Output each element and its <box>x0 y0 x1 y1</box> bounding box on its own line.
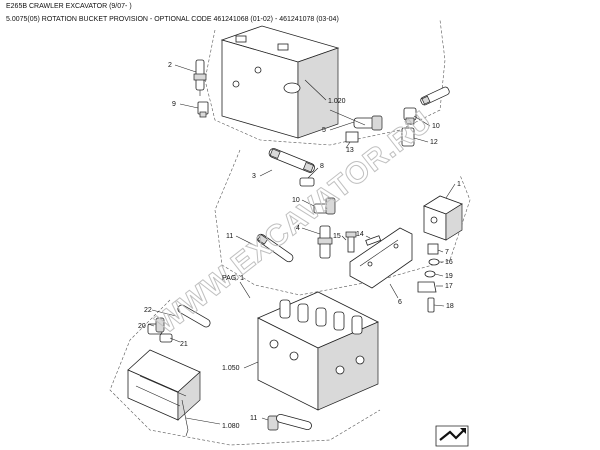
manifold-1080 <box>127 349 201 437</box>
part-11-hose-middle <box>256 233 294 263</box>
leader-lines <box>147 64 456 425</box>
part-9-fitting <box>197 101 209 118</box>
callout-10-middle: 10 <box>292 197 300 204</box>
part-21-fitting <box>159 333 173 343</box>
callout-22: 22 <box>144 307 152 314</box>
part-2-fitting <box>193 59 207 96</box>
part-22-hose <box>177 304 211 328</box>
part-5-elbow <box>353 115 383 131</box>
part-19-washer <box>424 270 436 278</box>
valve-block-1020 <box>220 25 340 139</box>
upper-boundary-outline <box>204 19 446 146</box>
part-10-elbow-middle <box>313 197 336 215</box>
part-11-hose-lower <box>267 413 312 431</box>
callout-15: 15 <box>333 233 341 240</box>
part-3-hose <box>268 148 315 173</box>
part-10-adapter-upper <box>403 107 417 125</box>
callout-labels: 2 9 1.020 5 13 10 12 8 3 10 1 4 15 14 11… <box>138 62 461 430</box>
callout-7: 7 <box>445 249 449 256</box>
part-17-clamp <box>417 281 437 293</box>
bookmark-arrow-icon[interactable] <box>435 425 469 447</box>
callout-pag-1: PAG. 1 <box>222 275 244 282</box>
diagram-title: E265B CRAWLER EXCAVATOR (9/07- ) <box>6 3 132 10</box>
hose-upper-right <box>420 86 450 106</box>
part-12-plug <box>401 127 415 147</box>
part-16-washer <box>428 258 440 266</box>
part-4-fitting <box>317 225 333 259</box>
main-control-valve-1050 <box>257 291 379 411</box>
callout-1050: 1.050 <box>222 365 240 372</box>
callout-11-lower: 11 <box>250 415 257 422</box>
part-8-fitting <box>299 177 315 187</box>
callout-21: 21 <box>180 341 188 348</box>
callout-10-upper: 10 <box>432 123 440 130</box>
callout-8: 8 <box>320 163 324 170</box>
callout-2: 2 <box>168 62 172 69</box>
callout-16: 16 <box>445 259 453 266</box>
part-20-elbow <box>147 317 165 335</box>
lower-boundary-outline <box>109 299 381 446</box>
part-13-nut <box>345 131 359 143</box>
callout-19: 19 <box>445 273 453 280</box>
callout-13: 13 <box>346 147 354 154</box>
part-15-bolt <box>345 231 357 253</box>
callout-5: 5 <box>322 127 326 134</box>
middle-boundary-outline <box>214 149 471 296</box>
part-7-nut <box>427 243 439 255</box>
callout-11-middle: 11 <box>226 233 233 240</box>
callout-1020: 1.020 <box>328 98 346 105</box>
diagram-subtitle: 5.0075(05) ROTATION BUCKET PROVISION - O… <box>6 16 339 23</box>
callout-4: 4 <box>296 225 300 232</box>
callout-3: 3 <box>252 173 256 180</box>
part-6-bracket <box>349 227 413 289</box>
callout-17: 17 <box>445 283 453 290</box>
part-18-pin <box>427 297 435 313</box>
callout-1080: 1.080 <box>222 423 240 430</box>
part-14-screw <box>365 235 382 246</box>
callout-14: 14 <box>356 231 364 238</box>
callout-6: 6 <box>398 299 402 306</box>
callout-20: 20 <box>138 323 146 330</box>
part-1-valve <box>423 195 463 241</box>
callout-18: 18 <box>446 303 454 310</box>
callout-1: 1 <box>457 181 461 188</box>
callout-9: 9 <box>172 101 176 108</box>
callout-12: 12 <box>430 139 438 146</box>
